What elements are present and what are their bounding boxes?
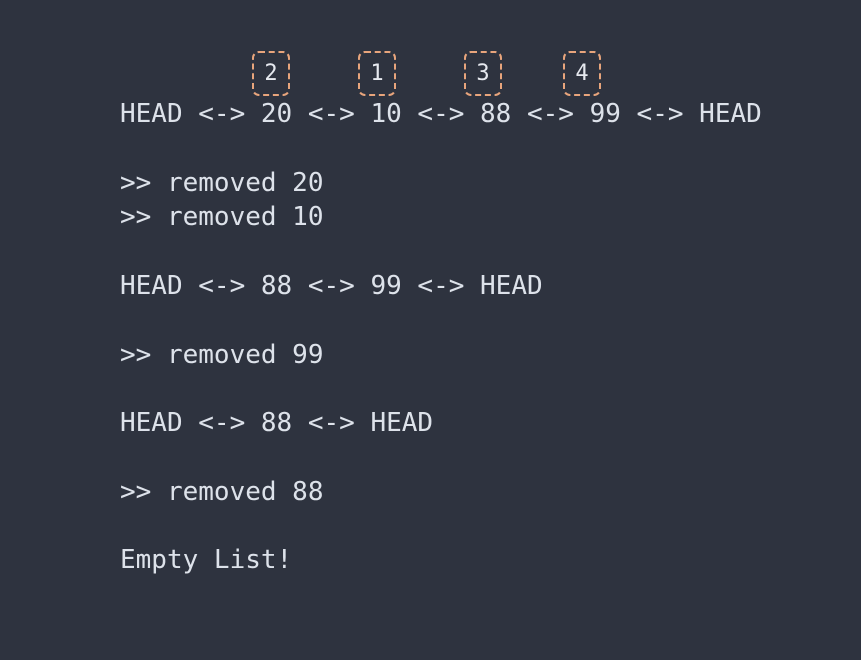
node-order-badge: 2 xyxy=(252,51,290,96)
removal-log-line: >> removed 20 xyxy=(120,168,324,198)
removal-log-line: >> removed 88 xyxy=(120,477,324,507)
list-state-line: HEAD <-> 20 <-> 10 <-> 88 <-> 99 <-> HEA… xyxy=(120,99,762,129)
list-state-line: HEAD <-> 88 <-> HEAD xyxy=(120,408,434,438)
empty-list-message: Empty List! xyxy=(120,545,293,575)
removal-log-line: >> removed 10 xyxy=(120,202,324,232)
node-order-badge: 4 xyxy=(563,51,601,96)
node-order-badge: 1 xyxy=(358,51,396,96)
list-state-line: HEAD <-> 88 <-> 99 <-> HEAD xyxy=(120,271,543,301)
removal-log-line: >> removed 99 xyxy=(120,340,324,370)
node-order-badge: 3 xyxy=(464,51,502,96)
